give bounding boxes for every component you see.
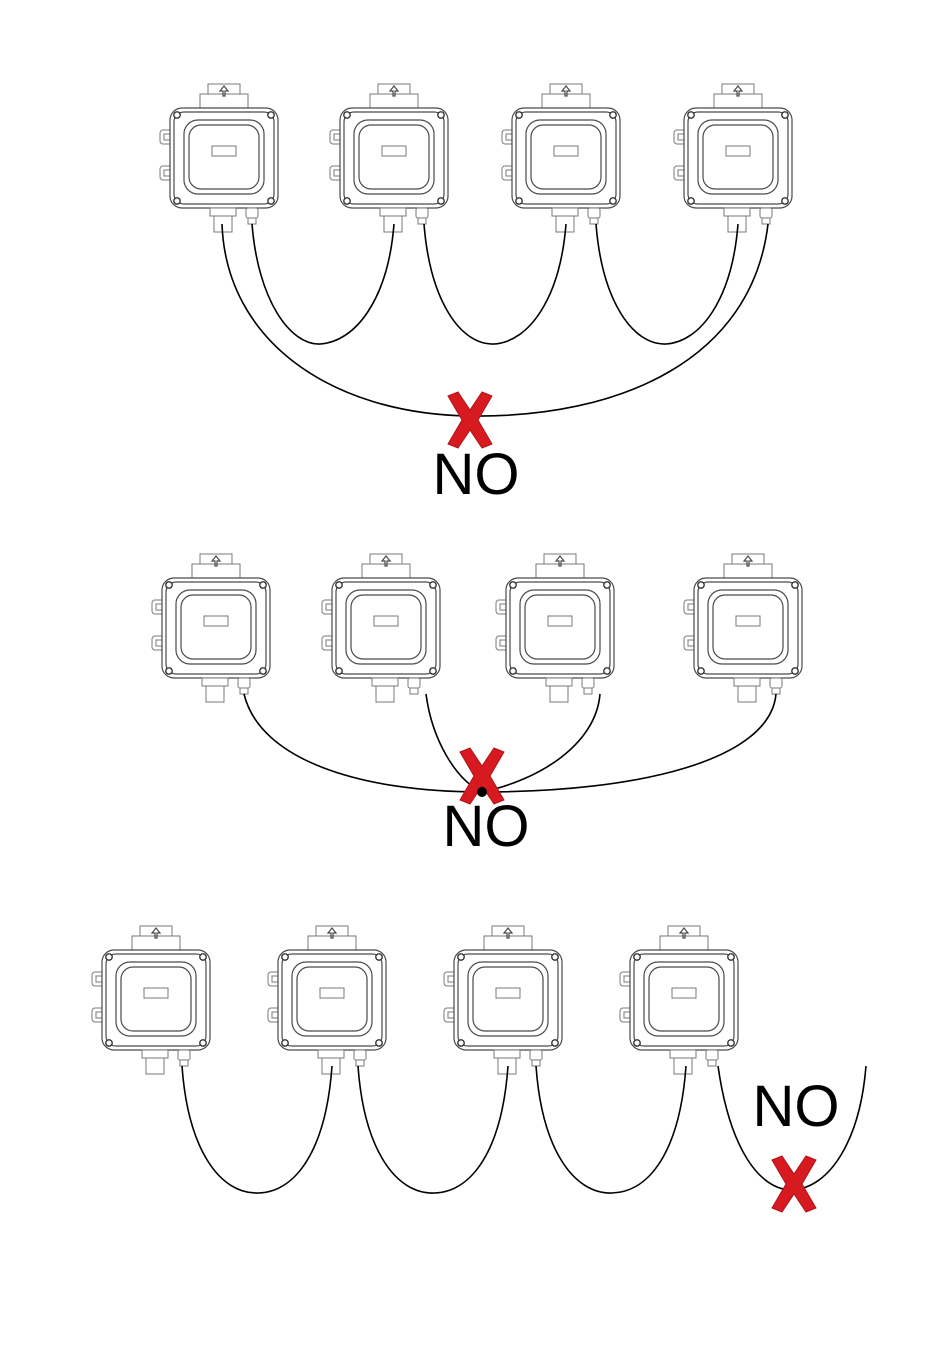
pump-device-icon [674,84,792,232]
no-label: NO [443,794,530,859]
no-label: NO [433,442,520,507]
pump-device-icon [268,926,386,1074]
cable-link [424,224,566,344]
cable-link [182,1066,332,1193]
pump-device-icon [684,554,802,702]
panel-ring-connection: NO [160,84,792,507]
pump-device-icon [620,926,738,1074]
cable-link [596,224,738,344]
cross-mark-icon [448,392,492,448]
cable-branch [482,694,600,792]
cable-link [358,1066,508,1193]
pump-device-icon [152,554,270,702]
pump-device-icon [330,84,448,232]
panel-open-end-connection: NO [92,926,866,1212]
no-label: NO [753,1074,840,1139]
pump-device-icon [322,554,440,702]
pump-device-icon [444,926,562,1074]
cable-ring-return [222,224,768,416]
panel-star-connection: NO [152,554,802,859]
cable-link [536,1066,686,1193]
pump-device-icon [496,554,614,702]
cross-mark-icon [772,1156,816,1212]
cable-link [252,224,394,344]
pump-device-icon [502,84,620,232]
pump-device-icon [160,84,278,232]
pump-device-icon [92,926,210,1074]
cable-branch [244,694,482,792]
